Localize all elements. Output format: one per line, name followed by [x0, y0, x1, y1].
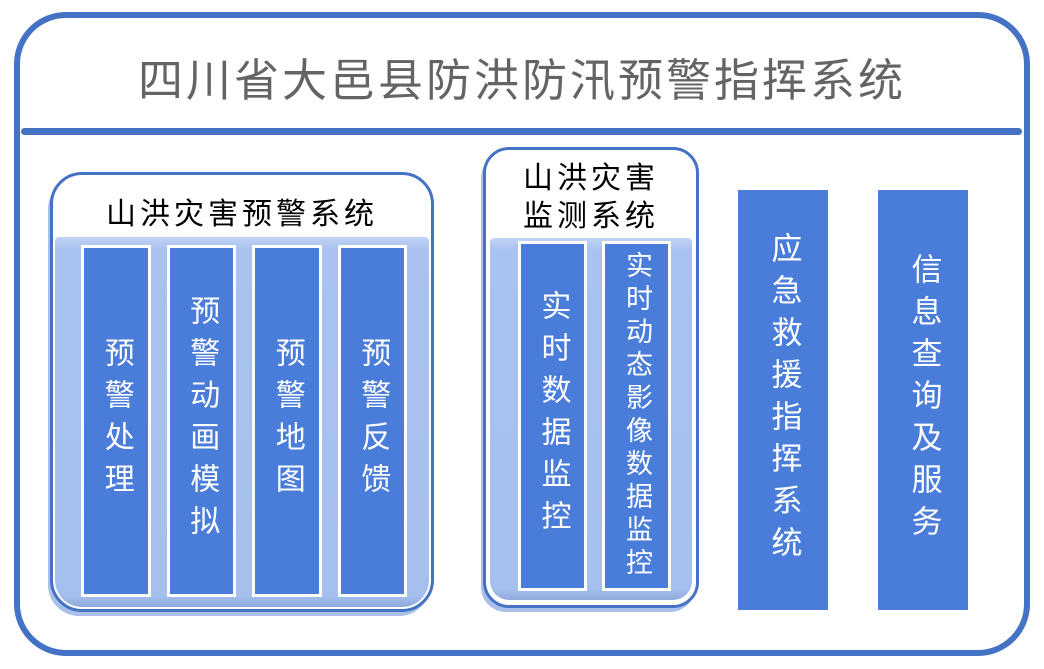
group-flood-monitoring-system: 山洪灾害 监测系统 实时数据监控 实时动态影像数据监控 [483, 147, 699, 608]
bar-warning-map-label: 预警地图 [269, 337, 305, 505]
group-flood-monitoring-header: 山洪灾害 监测系统 [486, 160, 696, 236]
bar-warning-animation-simulation-label: 预警动画模拟 [184, 295, 220, 547]
bar-realtime-data-monitoring: 实时数据监控 [518, 241, 587, 591]
bar-warning-feedback: 预警反馈 [337, 245, 407, 597]
group-flood-monitoring-header-line2: 监测系统 [523, 199, 659, 234]
group-flood-monitoring-header-line1: 山洪灾害 [523, 161, 659, 196]
bar-warning-processing: 预警处理 [81, 245, 151, 597]
bar-realtime-data-monitoring-label: 实时数据监控 [535, 290, 571, 542]
page-title: 四川省大邑县防洪防汛预警指挥系统 [137, 55, 906, 106]
outer-frame [14, 12, 1030, 656]
group-flood-warning-header: 山洪灾害预警系统 [106, 197, 378, 232]
group-flood-warning-system: 山洪灾害预警系统 预警处理 预警动画模拟 预警地图 预警反馈 [50, 172, 434, 612]
bar-emergency-rescue-command-system-label: 应急救援指挥系统 [765, 232, 802, 568]
bar-realtime-video-data-monitoring-label: 实时动态影像数据监控 [621, 251, 652, 581]
bar-emergency-rescue-command-system: 应急救援指挥系统 [738, 190, 828, 610]
bar-information-query-service-label: 信息查询及服务 [905, 253, 942, 547]
bar-warning-animation-simulation: 预警动画模拟 [166, 245, 236, 597]
bar-warning-map: 预警地图 [252, 245, 322, 597]
group-flood-warning-bars: 预警处理 预警动画模拟 预警地图 预警反馈 [81, 245, 407, 597]
bar-warning-processing-label: 预警处理 [98, 337, 134, 505]
title-divider [21, 128, 1022, 135]
bar-information-query-service: 信息查询及服务 [878, 190, 968, 610]
bar-warning-feedback-label: 预警反馈 [355, 337, 391, 505]
bar-realtime-video-data-monitoring: 实时动态影像数据监控 [602, 241, 671, 591]
group-flood-monitoring-bars: 实时数据监控 实时动态影像数据监控 [518, 241, 671, 591]
